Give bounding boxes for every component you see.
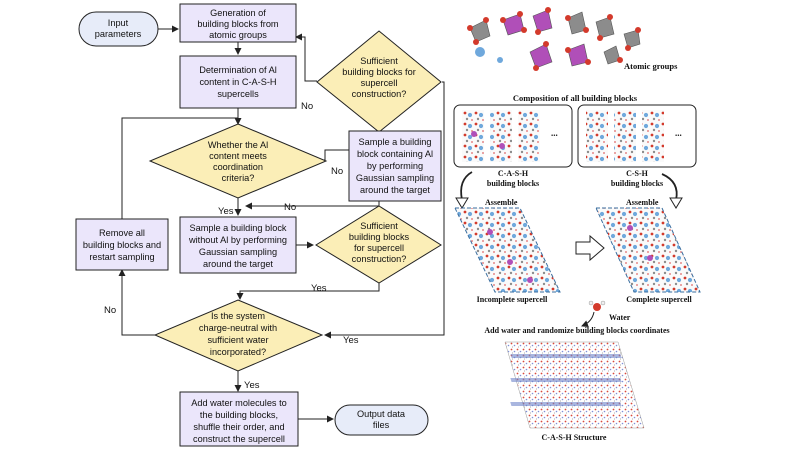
atomic-groups-image — [467, 7, 641, 71]
yes-label-charge: Yes — [343, 335, 359, 346]
incomplete-supercell-image — [454, 207, 561, 293]
no-label-whether: No — [331, 166, 343, 177]
assemble-arrow-middle — [575, 234, 605, 262]
no-label-top: No — [301, 101, 313, 112]
no-label-charge: No — [104, 305, 116, 316]
yes-label-mid: Yes — [311, 283, 327, 294]
assemble-arrow-right — [661, 173, 678, 201]
assemble-label-left: Assemble — [485, 198, 518, 207]
csh-blocks-image — [586, 110, 664, 162]
atomic-groups-label: Atomic groups — [624, 61, 678, 71]
water-molecule-icon — [588, 300, 606, 311]
complete-supercell-label: Complete supercell — [626, 295, 692, 304]
cash-structure-label: C-A-S-H Structure — [542, 433, 607, 442]
yes-label-charge-down: Yes — [244, 380, 260, 391]
no-label-mid: No — [284, 202, 296, 213]
composition-label: Composition of all building blocks — [513, 93, 638, 103]
csh-ellipsis: ... — [675, 128, 682, 138]
water-arrow — [581, 311, 595, 328]
complete-supercell-image — [595, 207, 701, 293]
illustration: Atomic groups Composition of all buildin… — [453, 7, 701, 442]
add-water-label: Add water and randomize building blocks … — [484, 326, 669, 335]
incomplete-supercell-label: Incomplete supercell — [477, 295, 549, 304]
cash-blocks-image — [462, 110, 540, 162]
yes-label-whether: Yes — [218, 206, 234, 217]
water-label: Water — [609, 313, 631, 322]
assemble-label-right: Assemble — [626, 198, 659, 207]
cash-structure-image — [504, 341, 645, 429]
cash-ellipsis: ... — [551, 128, 558, 138]
assemble-arrow-left — [460, 171, 473, 201]
